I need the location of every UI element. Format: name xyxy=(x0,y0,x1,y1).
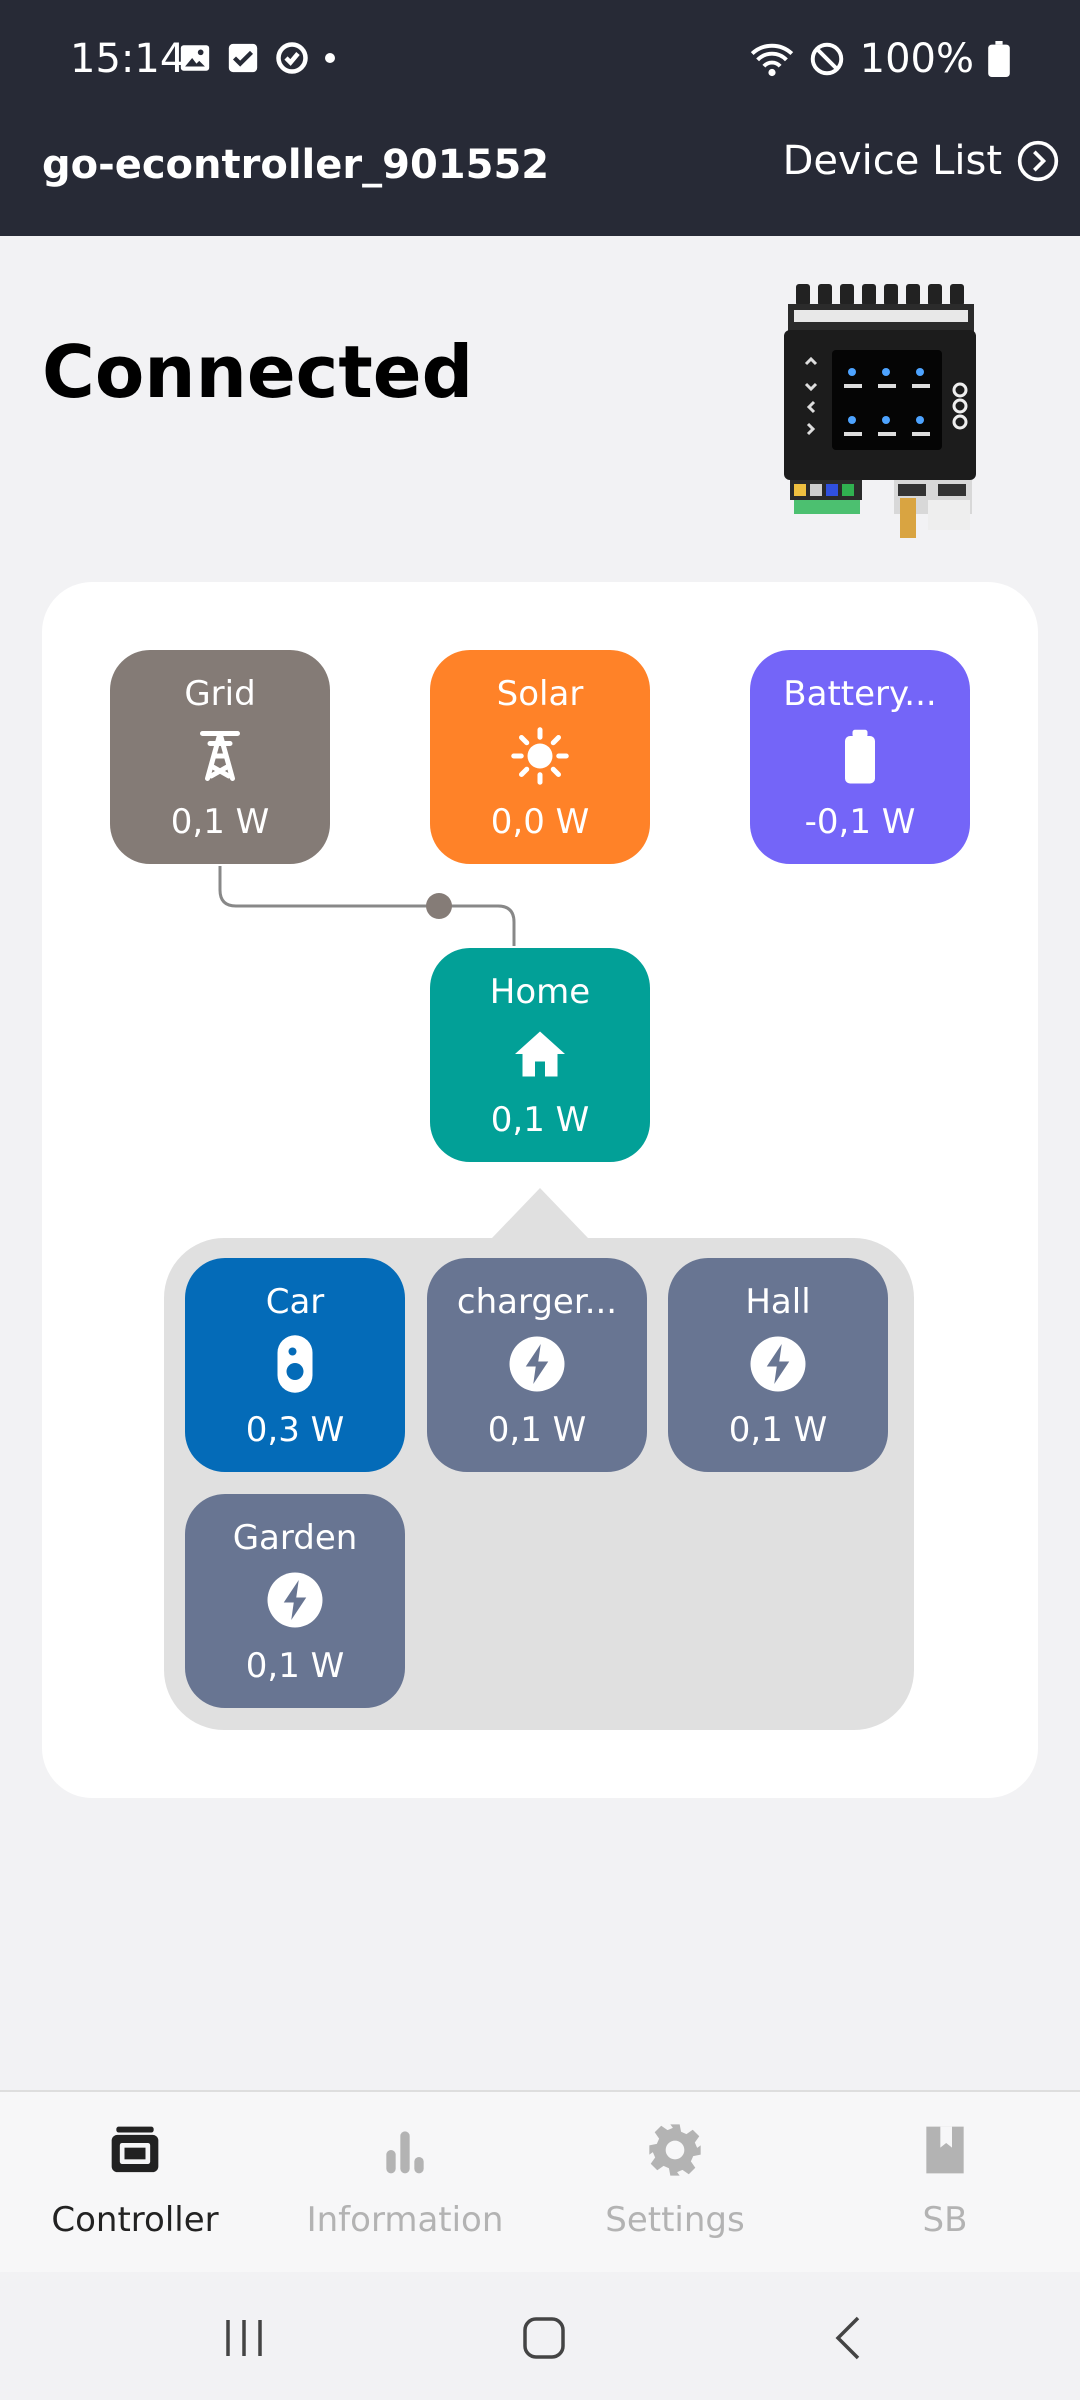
battery-value: -0,1 W xyxy=(804,802,916,842)
home-label: Home xyxy=(489,972,591,1012)
sun-icon xyxy=(511,727,569,785)
chevron-right-circle-icon xyxy=(1017,140,1059,182)
car-tile[interactable]: Car 0,3 W xyxy=(185,1258,405,1472)
controller-device-image xyxy=(784,284,976,538)
system-navigation-bar xyxy=(0,2272,1080,2400)
nav-settings[interactable]: Settings xyxy=(540,2092,810,2274)
dot-icon xyxy=(325,53,335,63)
home-tile[interactable]: Home 0,1 W xyxy=(430,948,650,1162)
recent-apps-icon[interactable] xyxy=(222,2316,266,2360)
gear-icon xyxy=(649,2124,701,2176)
garden-value: 0,1 W xyxy=(245,1646,345,1686)
bottom-navigation: Controller Information Settings SB xyxy=(0,2090,1080,2274)
hall-label: Hall xyxy=(745,1282,811,1322)
lightning-icon xyxy=(750,1336,806,1392)
lightning-icon xyxy=(267,1572,323,1628)
home-button-icon[interactable] xyxy=(522,2316,566,2360)
battery-percent: 100% xyxy=(859,36,974,82)
checkbox-icon xyxy=(228,43,258,73)
charger-value: 0,1 W xyxy=(487,1410,587,1450)
grid-tile[interactable]: Grid 0,1 W xyxy=(110,650,330,864)
notification-icons xyxy=(178,40,336,76)
car-label: Car xyxy=(265,1282,325,1322)
charger-tile[interactable]: charger... 0,1 W xyxy=(427,1258,647,1472)
bar-chart-icon xyxy=(386,2131,424,2174)
app-title: go-econtroller_901552 xyxy=(42,142,550,188)
grid-value: 0,1 W xyxy=(170,802,270,842)
home-icon xyxy=(515,1031,565,1077)
home-value: 0,1 W xyxy=(490,1100,590,1140)
garden-tile[interactable]: Garden 0,1 W xyxy=(185,1494,405,1708)
battery-label: Battery... xyxy=(783,674,937,714)
sync-icon xyxy=(276,42,308,74)
charger-label: charger... xyxy=(456,1282,618,1322)
do-not-disturb-icon xyxy=(810,42,843,76)
solar-value: 0,0 W xyxy=(490,802,590,842)
lightning-icon xyxy=(509,1336,565,1392)
device-list-label: Device List xyxy=(782,138,1002,184)
solar-tile[interactable]: Solar 0,0 W xyxy=(430,650,650,864)
wifi-icon xyxy=(750,43,793,77)
device-list-button[interactable]: Device List xyxy=(783,138,1060,184)
power-pylon-icon xyxy=(200,731,240,781)
solar-label: Solar xyxy=(496,674,584,714)
car-charger-icon xyxy=(277,1335,313,1393)
connection-status: Connected xyxy=(42,330,474,414)
battery-icon xyxy=(845,729,875,784)
hall-value: 0,1 W xyxy=(728,1410,828,1450)
bookmark-icon xyxy=(926,2126,964,2174)
car-value: 0,3 W xyxy=(245,1410,345,1450)
nav-information-label: Information xyxy=(306,2200,504,2240)
battery-status-icon xyxy=(988,41,1010,77)
consumer-group-pointer xyxy=(492,1188,588,1238)
app-bar: go-econtroller_901552 Device List xyxy=(0,118,1080,236)
back-icon[interactable] xyxy=(830,2314,866,2362)
nav-information[interactable]: Information xyxy=(270,2092,540,2274)
status-right: 100% xyxy=(750,36,1010,82)
image-icon xyxy=(180,45,210,71)
nav-controller-label: Controller xyxy=(51,2200,219,2240)
status-time: 15:14 xyxy=(70,36,186,82)
nav-sb[interactable]: SB xyxy=(810,2092,1080,2274)
garden-label: Garden xyxy=(232,1518,358,1558)
status-bar: 15:14 100% xyxy=(0,0,1080,118)
nav-controller[interactable]: Controller xyxy=(0,2092,270,2274)
controller-icon xyxy=(111,2126,159,2173)
hall-tile[interactable]: Hall 0,1 W xyxy=(668,1258,888,1472)
grid-label: Grid xyxy=(184,674,256,714)
nav-sb-label: SB xyxy=(922,2200,968,2240)
nav-settings-label: Settings xyxy=(605,2200,745,2240)
battery-tile[interactable]: Battery... -0,1 W xyxy=(750,650,970,864)
